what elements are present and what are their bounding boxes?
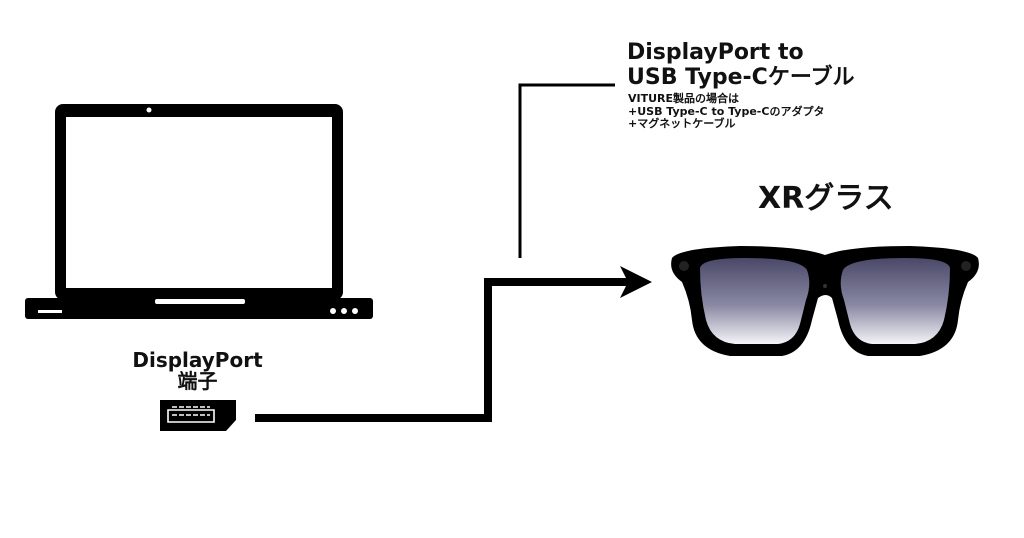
xr-glasses-icon [671,246,979,356]
cable-note-line1: VITURE製品の場合は [628,92,740,105]
port-label-line1: DisplayPort [132,348,263,372]
cable-title-line1: DisplayPort to [627,40,804,65]
port-label: DisplayPort 端子 [120,350,275,392]
cable-note-line3: +マグネットケーブル [628,117,736,130]
cable-title: DisplayPort to USB Type-Cケーブル [627,40,855,90]
displayport-connector-icon [160,400,236,431]
cable-arrow [255,266,652,422]
cable-title-line2: USB Type-Cケーブル [627,65,855,90]
cable-note: VITURE製品の場合は +USB Type-C to Type-Cのアダプタ … [628,92,825,131]
port-label-line2: 端子 [177,369,218,393]
laptop-icon [25,104,373,319]
cable-note-line2: +USB Type-C to Type-Cのアダプタ [628,104,825,118]
glasses-label: XRグラス [758,181,894,216]
callout-line [518,83,615,258]
